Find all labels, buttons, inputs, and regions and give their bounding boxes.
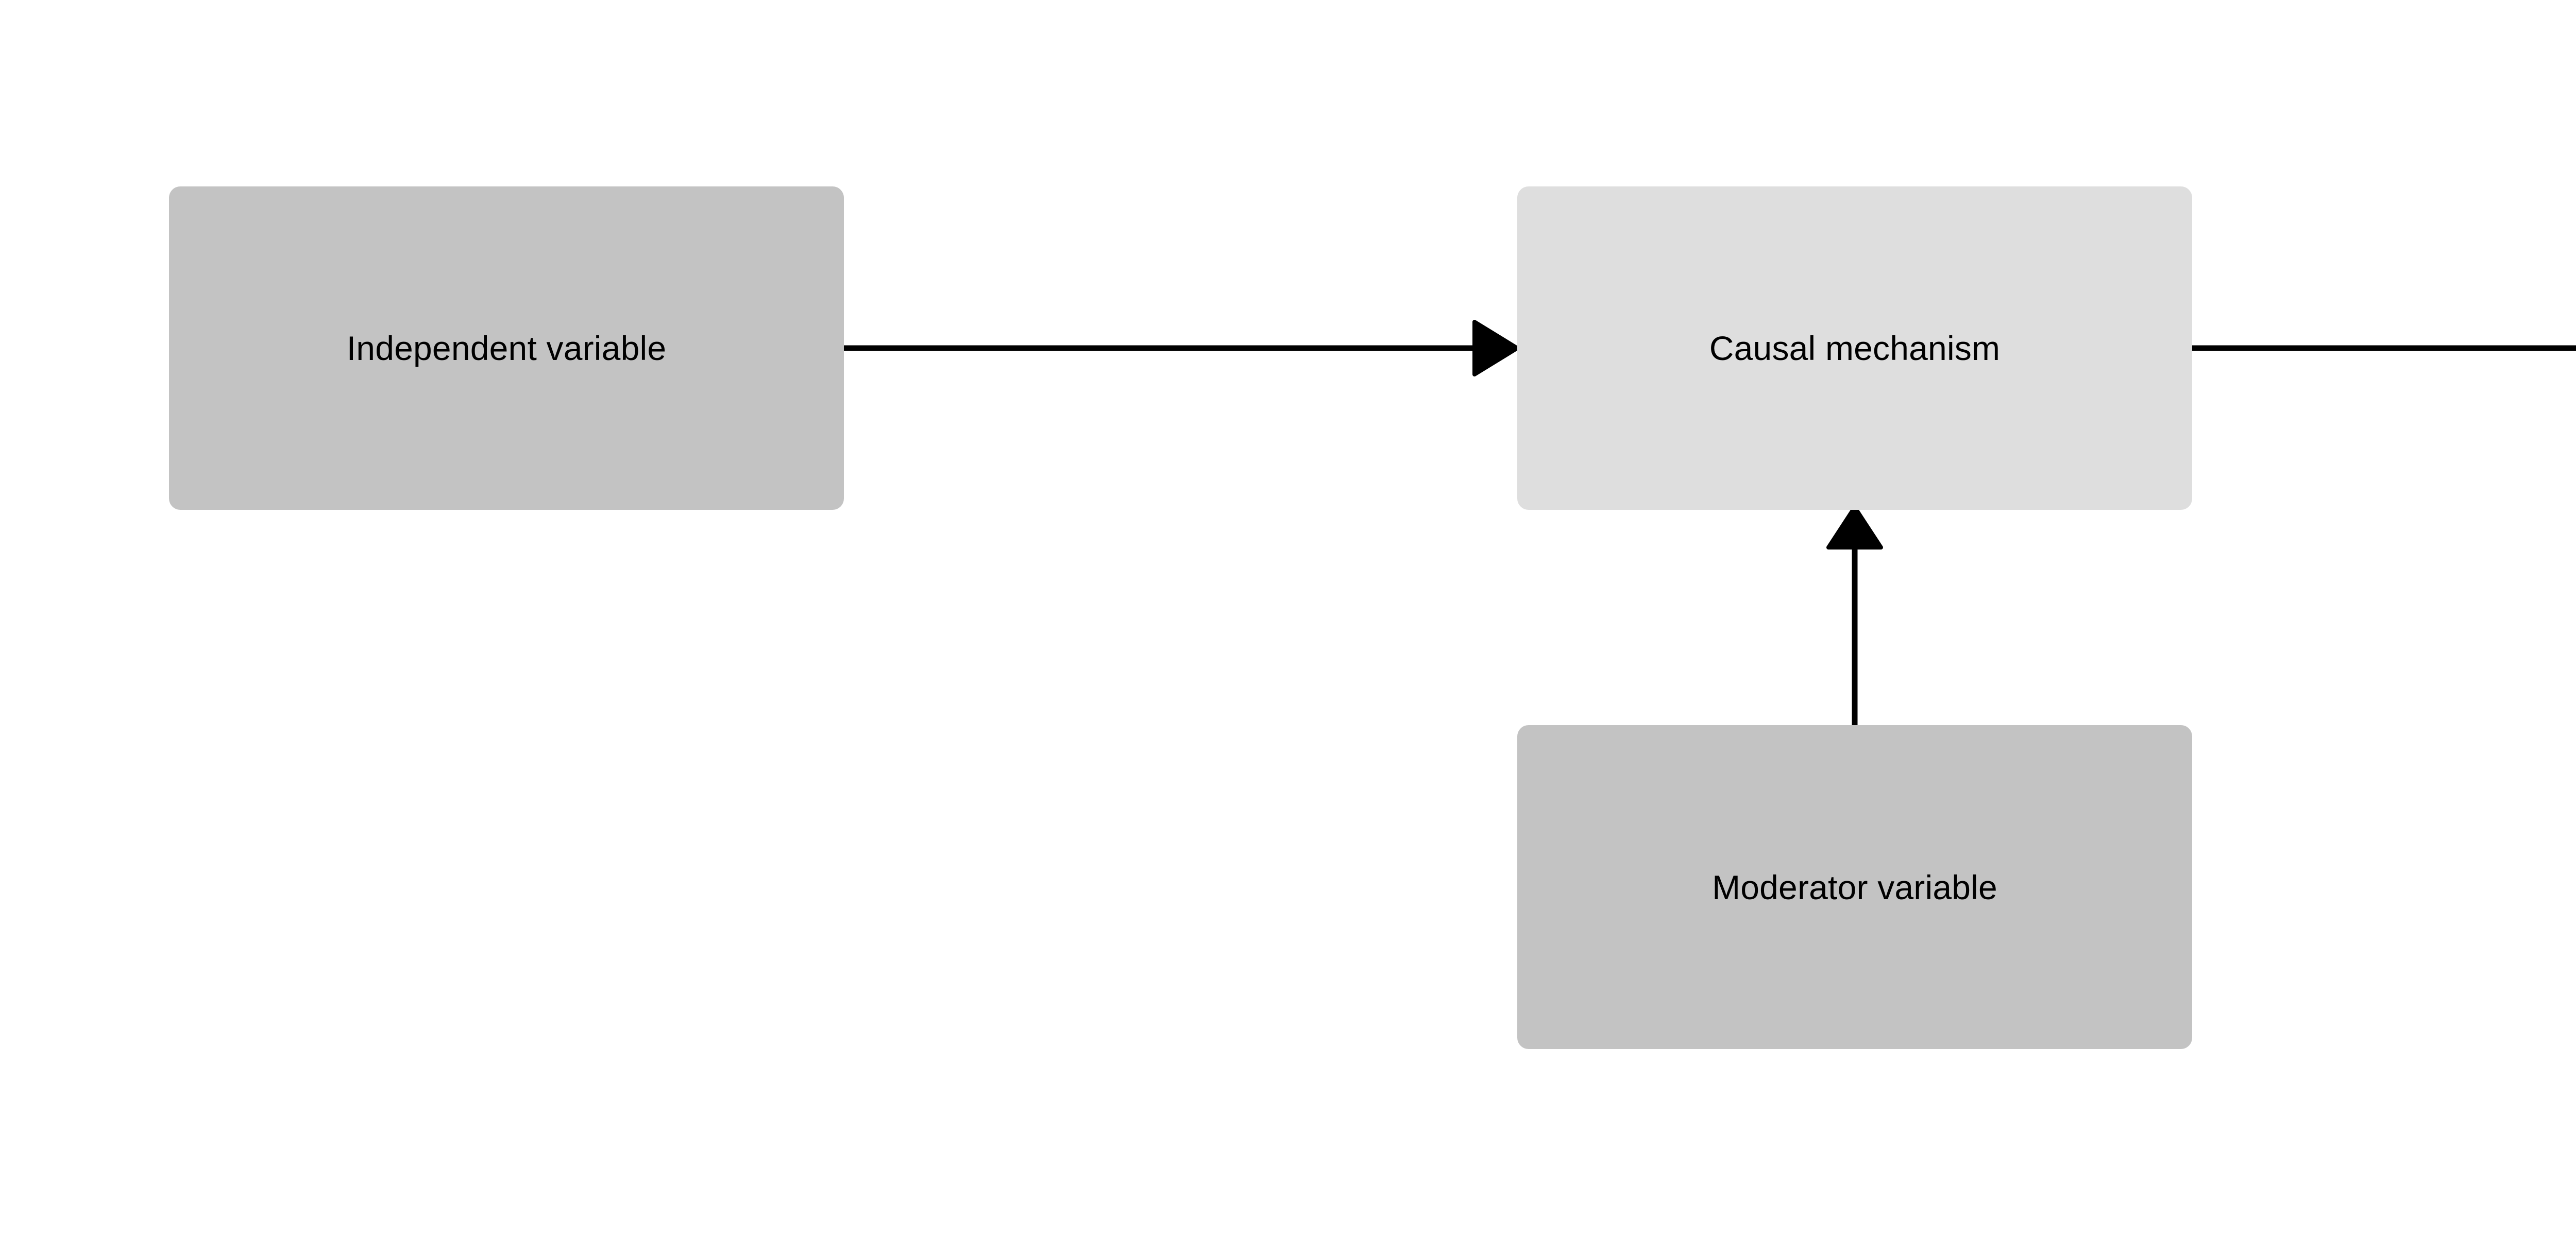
edge-causal-to-dependent	[2192, 345, 2576, 351]
node-causal-mechanism-label: Causal mechanism	[1709, 329, 2001, 367]
edge-moderator-to-causal	[1826, 505, 1883, 725]
arrowhead-icon	[1826, 505, 1883, 550]
node-causal-mechanism[interactable]: Causal mechanism	[1517, 186, 2192, 510]
arrowhead-icon	[1472, 320, 1519, 376]
node-independent-variable-label: Independent variable	[346, 329, 667, 367]
node-moderator-variable[interactable]: Moderator variable	[1517, 725, 2192, 1049]
edge-independent-to-causal	[844, 320, 1519, 376]
node-independent-variable[interactable]: Independent variable	[169, 186, 844, 510]
node-moderator-variable-label: Moderator variable	[1712, 868, 1997, 906]
